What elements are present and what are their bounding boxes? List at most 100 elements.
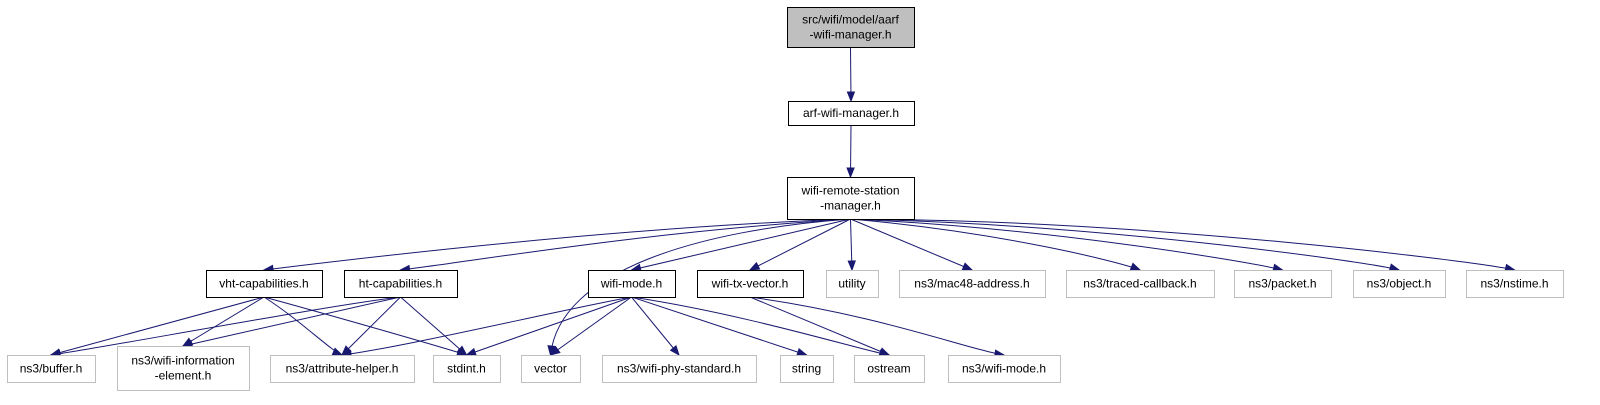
node-root-label-1: -wifi-manager.h — [809, 28, 891, 42]
node-string: string — [780, 355, 834, 383]
node-nstime: ns3/nstime.h — [1466, 270, 1564, 298]
node-ht-label-0: ht-capabilities.h — [359, 277, 442, 291]
edge-ht-wie — [182, 296, 401, 347]
node-vht-label-0: vht-capabilities.h — [219, 277, 308, 291]
node-stdint-box — [433, 355, 501, 383]
edge-wmode-vector-arrowhead — [549, 346, 561, 356]
edge-wrsm-traced — [850, 218, 1141, 271]
edge-ht-buffer — [50, 296, 401, 356]
node-vector: vector — [521, 355, 581, 383]
node-wrsm-box — [787, 177, 915, 220]
node-wps: ns3/wifi-phy-standard.h — [602, 355, 757, 383]
edge-wrsm-wmode — [631, 218, 851, 271]
node-ostream-label-0: ostream — [867, 362, 910, 376]
node-object-label-0: ns3/object.h — [1367, 277, 1432, 291]
edge-wtx-ostream — [749, 296, 890, 356]
node-wmode-box — [588, 270, 676, 298]
edge-wrsm-wtx-arrowhead — [748, 261, 761, 271]
edge-wrsm-vht — [263, 218, 851, 271]
node-vector-box — [521, 355, 581, 383]
node-ostream-box — [854, 355, 925, 383]
edge-vht-attr-arrowhead — [331, 347, 344, 356]
edge-ht-stdint — [400, 296, 467, 356]
node-wie-label-1: -element.h — [155, 369, 212, 383]
edge-wrsm-ht — [400, 218, 851, 271]
edge-wmode-attr — [341, 296, 632, 356]
edge-arf-wrsm-arrowhead — [846, 167, 855, 179]
node-traced: ns3/traced-callback.h — [1066, 270, 1215, 298]
node-root-box — [787, 7, 915, 48]
edge-wrsm-object-arrowhead — [1388, 263, 1401, 272]
node-attr-label-0: ns3/attribute-helper.h — [286, 362, 399, 376]
node-wie-box — [117, 346, 250, 391]
node-mac48-box — [899, 270, 1046, 298]
node-ht[interactable]: ht-capabilities.h — [344, 270, 458, 298]
node-wrsm[interactable]: wifi-remote-station-manager.h — [787, 177, 915, 220]
node-attr: ns3/attribute-helper.h — [270, 355, 415, 383]
edge-root-arf-arrowhead — [846, 91, 856, 103]
edge-wrsm-mac48 — [850, 218, 973, 271]
node-string-label-0: string — [792, 362, 821, 376]
edge-vht-attr — [263, 296, 343, 356]
edge-vht-stdint — [263, 296, 467, 356]
node-ostream: ostream — [854, 355, 925, 383]
edge-wmode-stdint-arrowhead — [465, 347, 477, 356]
node-vht-box — [206, 270, 323, 298]
node-wrsm-label-0: wifi-remote-station — [800, 184, 899, 198]
node-wtx-box — [697, 270, 804, 298]
node-object-box — [1353, 270, 1446, 298]
node-arf-label-0: arf-wifi-manager.h — [803, 106, 899, 120]
node-wps-label-0: ns3/wifi-phy-standard.h — [617, 362, 741, 376]
edge-wrsm-nstime — [850, 218, 1515, 271]
node-nswmode-label-0: ns3/wifi-mode.h — [962, 362, 1046, 376]
node-wmode[interactable]: wifi-mode.h — [588, 270, 676, 298]
node-attr-box — [270, 355, 415, 383]
edge-vht-buffer — [50, 296, 265, 356]
edge-wmode-wps — [631, 296, 680, 356]
edge-wmode-ostream — [631, 296, 890, 356]
node-buffer-box — [7, 355, 96, 383]
node-wtx[interactable]: wifi-tx-vector.h — [697, 270, 804, 298]
node-mac48-label-0: ns3/mac48-address.h — [914, 277, 1029, 291]
edge-wrsm-utility-arrowhead — [847, 260, 856, 272]
node-root[interactable]: src/wifi/model/aarf-wifi-manager.h — [787, 7, 915, 48]
edge-wtx-nswmode — [749, 296, 1005, 356]
node-ht-box — [344, 270, 458, 298]
edge-wrsm-wtx — [749, 218, 851, 271]
node-nstime-label-0: ns3/nstime.h — [1480, 277, 1548, 291]
node-traced-box — [1066, 270, 1215, 298]
edge-wmode-string-arrowhead — [796, 347, 808, 357]
node-mac48: ns3/mac48-address.h — [899, 270, 1046, 298]
edge-wmode-stdint — [466, 296, 632, 356]
node-wrsm-label-1: -manager.h — [820, 199, 881, 213]
node-vector-label-0: vector — [534, 362, 567, 376]
edge-vht-wie — [182, 296, 265, 347]
node-wps-box — [602, 355, 757, 383]
node-stdint: stdint.h — [433, 355, 501, 383]
edge-ht-attr — [341, 296, 401, 356]
node-arf[interactable]: arf-wifi-manager.h — [788, 101, 915, 126]
edge-wtx-ostream-arrowhead — [878, 347, 891, 356]
node-wie-label-0: ns3/wifi-information — [131, 354, 234, 368]
edge-ht-stdint-arrowhead — [456, 345, 468, 356]
node-arf-box — [788, 101, 915, 126]
node-nswmode-box — [948, 355, 1061, 383]
node-nstime-box — [1466, 270, 1564, 298]
node-utility: utility — [826, 270, 879, 298]
edge-wrsm-traced-arrowhead — [1129, 262, 1142, 271]
node-nswmode: ns3/wifi-mode.h — [948, 355, 1061, 383]
node-packet: ns3/packet.h — [1234, 270, 1332, 298]
node-string-box — [780, 355, 834, 383]
edge-wrsm-mac48-arrowhead — [961, 262, 974, 271]
node-buffer: ns3/buffer.h — [7, 355, 96, 383]
node-buffer-label-0: ns3/buffer.h — [20, 362, 83, 376]
edge-wrsm-packet — [850, 218, 1283, 271]
nodes-layer: src/wifi/model/aarf-wifi-manager.h arf-wi… — [7, 7, 1564, 391]
node-root-label-0: src/wifi/model/aarf — [802, 13, 899, 27]
node-object: ns3/object.h — [1353, 270, 1446, 298]
edges-layer — [49, 46, 1516, 359]
node-wtx-label-0: wifi-tx-vector.h — [711, 277, 789, 291]
node-vht[interactable]: vht-capabilities.h — [206, 270, 323, 298]
